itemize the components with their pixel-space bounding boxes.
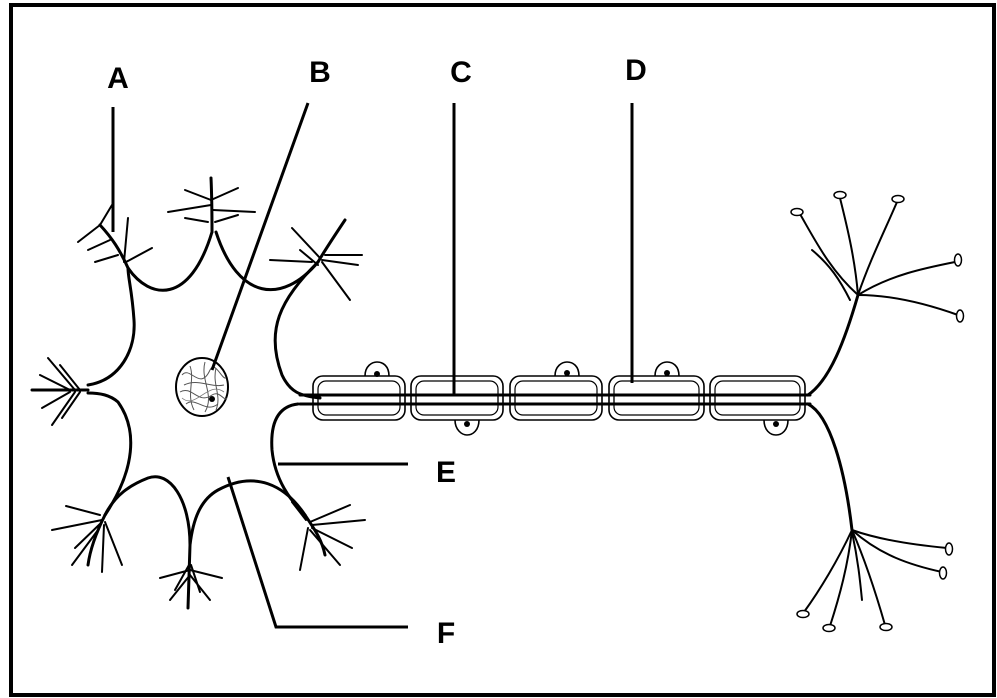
label-d: D	[625, 54, 647, 87]
label-f: F	[437, 617, 455, 650]
schwann-nucleus	[564, 370, 570, 376]
dendrite-upper-left	[78, 205, 152, 268]
schwann-nucleus	[374, 371, 380, 377]
schwann-nucleus	[664, 370, 670, 376]
dendrite-left	[32, 358, 88, 425]
schwann-nucleus	[464, 421, 470, 427]
myelin-segment-1	[313, 362, 405, 420]
axon-terminals-lower	[797, 404, 953, 632]
label-a: A	[107, 62, 129, 95]
diagram-frame	[11, 5, 994, 695]
myelin-segment-4	[609, 362, 704, 420]
axon	[300, 395, 810, 404]
label-b: B	[309, 56, 331, 89]
label-e: E	[436, 456, 456, 489]
myelin-segment-3	[510, 362, 602, 420]
dendrite-bottom	[160, 545, 222, 608]
axon-terminals-upper	[791, 192, 964, 396]
dendrite-top	[168, 178, 255, 232]
label-c: C	[450, 56, 472, 89]
nucleus	[176, 358, 228, 416]
schwann-nucleus	[773, 421, 779, 427]
leader-line-b	[212, 103, 308, 370]
nucleolus	[209, 396, 215, 402]
leader-line-f	[228, 477, 408, 627]
dendrite-lower-left	[52, 506, 122, 572]
